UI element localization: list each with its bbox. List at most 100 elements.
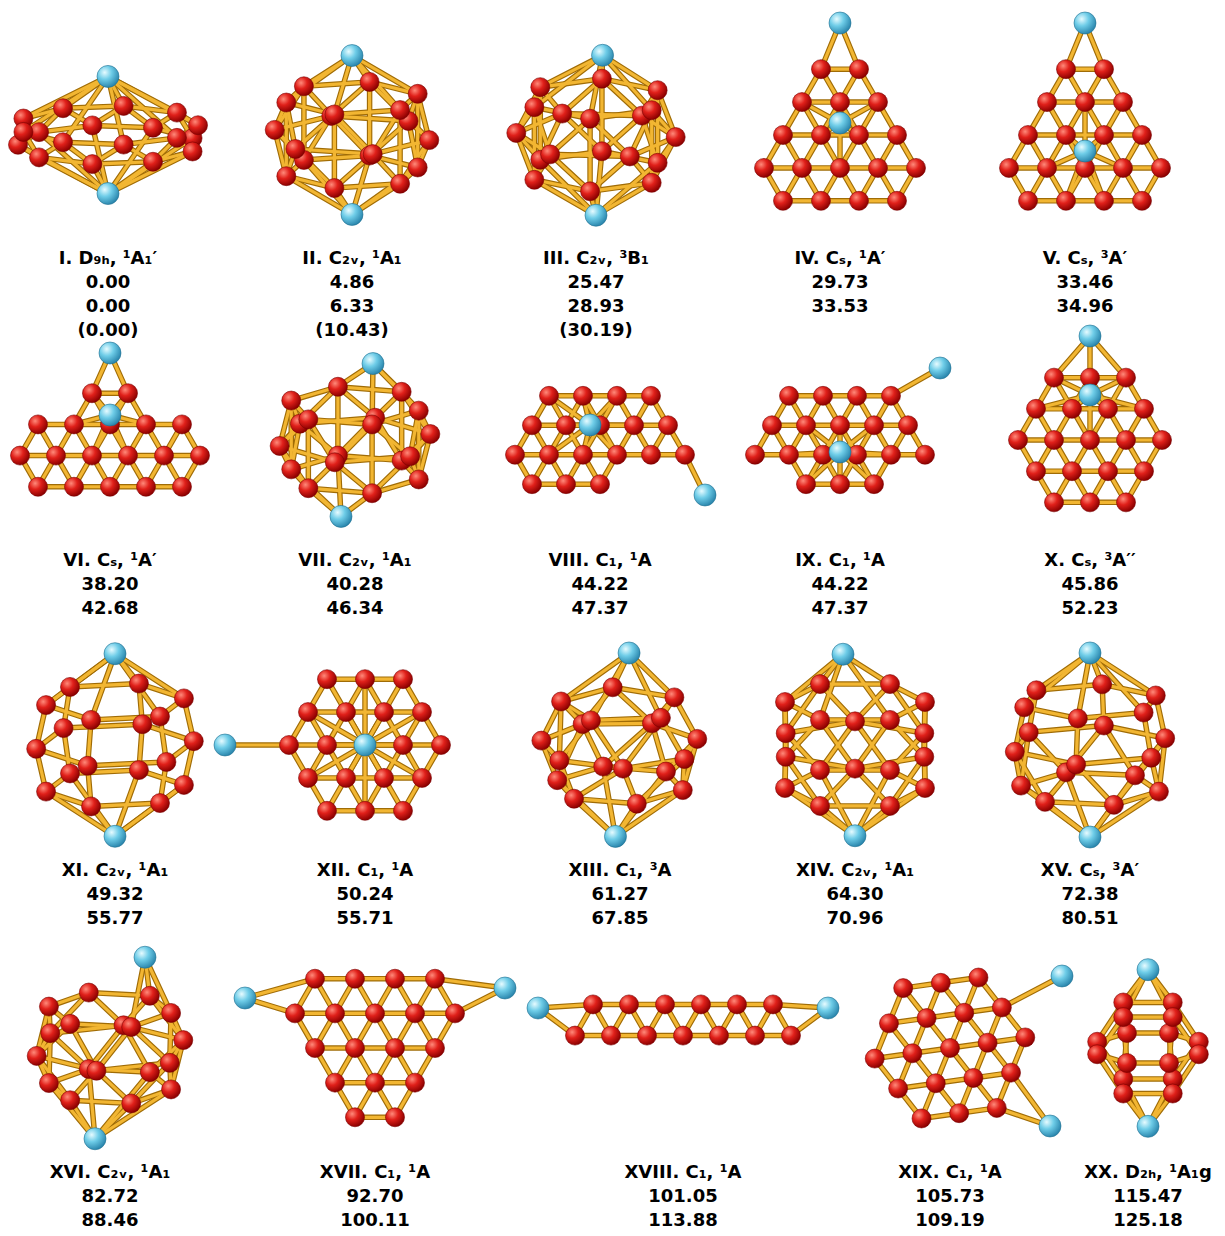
red-atom [1104,795,1123,814]
red-atom [812,60,831,79]
red-atom [1015,698,1034,717]
red-atom [540,386,559,405]
red-atom [673,781,692,800]
bond-outline [88,762,167,766]
red-atom [812,191,831,210]
red-atom [776,778,795,797]
red-atom [881,675,900,694]
cluster-structure [1005,642,1174,848]
cyan-atom [99,404,121,426]
cyan-atom [929,357,951,379]
bond-outline [95,1089,171,1138]
cyan-atom [104,643,126,665]
red-atom [1038,93,1057,112]
red-atom [603,678,622,697]
red-atom [133,715,152,734]
red-atom [408,158,427,177]
cyan-atom [1074,12,1096,34]
red-atom [83,116,102,135]
red-atom [581,711,600,730]
red-atom [82,710,101,729]
bond [1078,713,1144,719]
cyan-atom [1079,826,1101,848]
cyan-atom [84,1128,106,1150]
cluster-structure [1009,325,1172,512]
red-atom [676,445,695,464]
red-atom [83,384,102,403]
cluster-structure [776,643,935,847]
red-atom [318,670,337,689]
cyan-atom [97,183,119,205]
red-atom [157,752,176,771]
red-atom [1045,431,1064,450]
red-atom [916,445,935,464]
red-atom [850,126,869,145]
bond [1029,726,1104,733]
red-atom [581,182,600,201]
red-atom [915,724,934,743]
cyan-atom [604,825,626,847]
red-atom [41,1024,60,1043]
red-atom [651,708,670,727]
red-atom [363,415,382,434]
bond [95,1072,150,1139]
red-atom [277,167,296,186]
bond [615,790,682,836]
red-atom [394,670,413,689]
red-atom [265,120,284,139]
red-atom [299,479,318,498]
red-atom [39,997,58,1016]
red-atom [82,797,101,816]
red-atom [294,77,313,96]
bond [1076,758,1151,765]
cyan-atom [99,342,121,364]
red-atom [114,96,133,115]
red-atom [812,126,831,145]
red-atom [1114,158,1133,177]
cyan-atom [104,825,126,847]
red-atom [1000,158,1019,177]
red-atom [14,122,33,141]
bond-outline [352,167,418,214]
bond-outline [1029,726,1104,733]
red-atom [797,416,816,435]
red-atom [79,983,98,1002]
red-atom [507,123,526,142]
red-atom [129,761,148,780]
cluster-structure [755,12,926,210]
red-atom [83,446,102,465]
cluster-structure [234,969,516,1127]
red-atom [848,386,867,405]
red-atom [881,710,900,729]
red-atom [420,131,439,150]
red-atom [846,712,865,731]
red-atom [277,93,296,112]
red-atom [881,761,900,780]
red-atom [150,794,169,813]
red-atom [162,1080,181,1099]
red-atom [831,475,850,494]
red-atom [391,101,410,120]
bond-outline [64,724,143,728]
red-atom [401,447,420,466]
red-atom [548,771,567,790]
red-atom [865,416,884,435]
red-atom [888,191,907,210]
cluster-structure [9,65,208,204]
bond [561,653,629,701]
red-atom [61,764,80,783]
red-atom [1057,126,1076,145]
red-atom [642,386,661,405]
red-atom [581,109,600,128]
cyan-atom [330,505,352,527]
red-atom [167,103,186,122]
red-atom [299,410,318,429]
cyan-atom [694,484,716,506]
red-atom [122,1018,141,1037]
red-atom [608,386,627,405]
red-atom [1068,709,1087,728]
red-atom [167,128,186,147]
cyan-atom [97,65,119,87]
red-atom [1117,368,1136,387]
